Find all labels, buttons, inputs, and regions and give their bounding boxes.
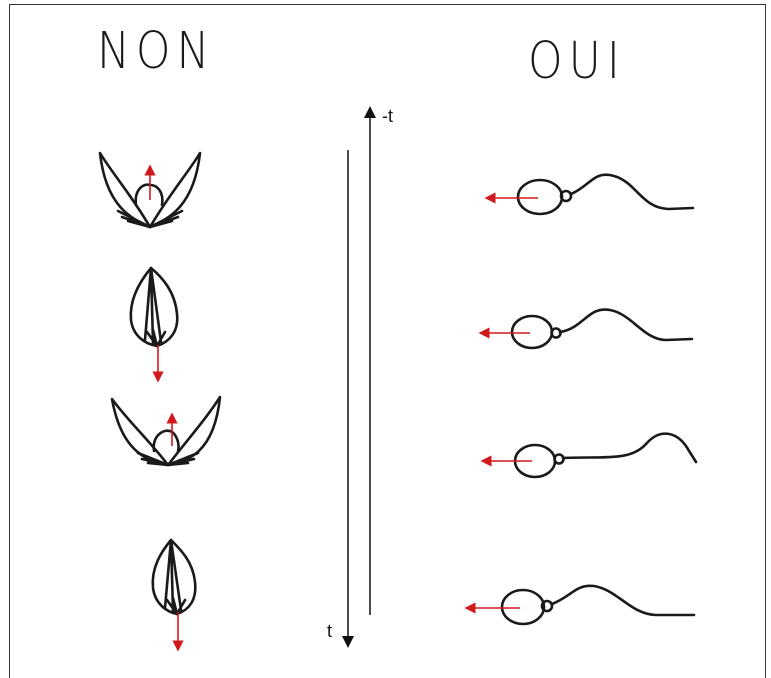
swimmer-icon-4 bbox=[500, 584, 696, 626]
swimmer-icon-1 bbox=[516, 173, 695, 216]
title-non: NON bbox=[97, 22, 216, 81]
swimmer-icon-3 bbox=[513, 432, 698, 479]
scallop-closed-icon bbox=[129, 266, 179, 348]
scallop-open-icon bbox=[98, 151, 202, 229]
scallop-closed-icon-2 bbox=[151, 538, 197, 616]
swimmer-icon-2 bbox=[510, 308, 694, 350]
time-label-backward: -t bbox=[382, 106, 393, 126]
time-label-forward: t bbox=[327, 621, 333, 641]
title-oui: OUI bbox=[528, 32, 626, 91]
figure-frame bbox=[9, 4, 766, 678]
scallop-open-icon-2 bbox=[110, 395, 222, 467]
